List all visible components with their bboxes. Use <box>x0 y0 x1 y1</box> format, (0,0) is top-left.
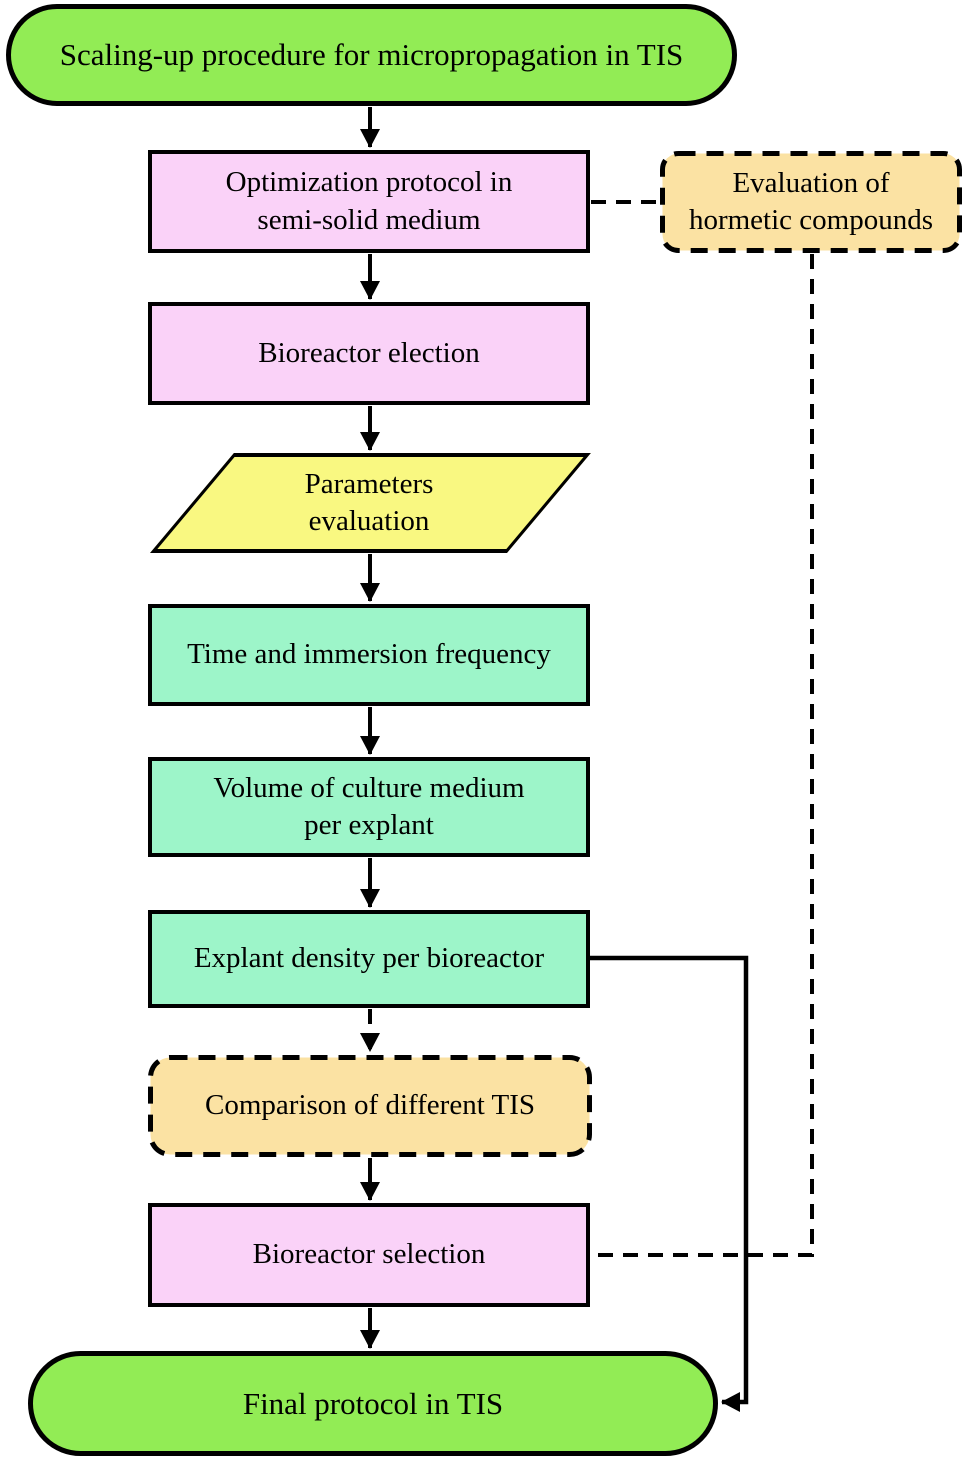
parameters-evaluation-label-holder: Parameters evaluation <box>148 453 590 553</box>
bioreactor-selection-box: Bioreactor selection <box>148 1203 590 1307</box>
start-label: Scaling-up procedure for micropropagatio… <box>59 37 684 73</box>
bioreactor-election-box: Bioreactor election <box>148 302 590 405</box>
volume-medium-box: Volume of culture medium per explant <box>148 757 590 857</box>
evaluation-hormetic-box: Evaluation of hormetic compounds <box>660 151 962 253</box>
start-terminator: Scaling-up procedure for micropropagatio… <box>6 4 737 106</box>
optimization-protocol-label: Optimization protocol in semi-solid medi… <box>225 166 513 236</box>
parameters-evaluation-label: Parameters evaluation <box>304 467 434 537</box>
bioreactor-election-label: Bioreactor election <box>258 336 480 369</box>
optimization-protocol-box: Optimization protocol in semi-solid medi… <box>148 150 590 253</box>
final-protocol-terminator: Final protocol in TIS <box>28 1351 718 1456</box>
comparison-tis-box: Comparison of different TIS <box>148 1055 592 1157</box>
evaluation-hormetic-label: Evaluation of hormetic compounds <box>688 166 934 236</box>
edge-explant-to-final-bypass <box>590 955 749 1412</box>
comparison-tis-shape <box>148 1055 592 1157</box>
explant-density-box: Explant density per bioreactor <box>148 910 590 1008</box>
explant-density-label: Explant density per bioreactor <box>193 942 545 975</box>
bioreactor-selection-label: Bioreactor selection <box>252 1238 486 1271</box>
time-immersion-label: Time and immersion frequency <box>187 638 551 671</box>
evaluation-hormetic-shape <box>660 151 962 253</box>
comparison-tis-label: Comparison of different TIS <box>205 1089 535 1122</box>
final-protocol-label: Final protocol in TIS <box>242 1385 504 1421</box>
volume-medium-label: Volume of culture medium per explant <box>213 771 525 841</box>
edge-evaluation-to-selection-dashed-bypass <box>594 254 814 1257</box>
time-immersion-box: Time and immersion frequency <box>148 604 590 706</box>
